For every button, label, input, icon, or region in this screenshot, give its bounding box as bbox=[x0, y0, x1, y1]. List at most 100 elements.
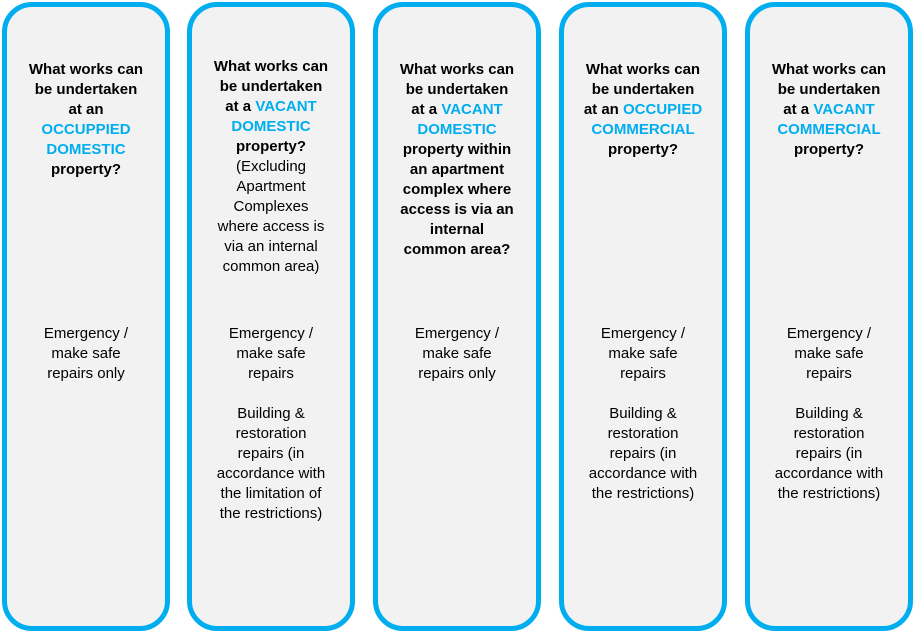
highlighted-term: COMMERCIAL bbox=[591, 121, 695, 138]
heading-line: access is via an bbox=[378, 200, 536, 220]
highlighted-term: DOMESTIC bbox=[231, 118, 311, 135]
heading-text: where access is bbox=[217, 218, 325, 235]
works-text: Emergency / bbox=[414, 325, 500, 342]
works-text: Building & bbox=[609, 405, 677, 422]
heading-text: at a bbox=[783, 101, 814, 118]
highlighted-term: DOMESTIC bbox=[417, 121, 497, 138]
heading-text: property within bbox=[402, 141, 512, 158]
works-text: restoration bbox=[235, 425, 307, 442]
heading-text: at a bbox=[411, 101, 442, 118]
heading-text: access is via an bbox=[400, 201, 514, 218]
works-text: repairs (in bbox=[609, 445, 677, 462]
works-text: repairs (in bbox=[795, 445, 863, 462]
heading-text: via an internal bbox=[224, 238, 318, 255]
heading-text: Complexes bbox=[233, 198, 309, 215]
works-text: repairs bbox=[620, 365, 666, 382]
works-text: make safe bbox=[422, 345, 492, 362]
heading-line: be undertaken bbox=[564, 80, 722, 100]
heading-line: common area) bbox=[192, 257, 350, 277]
heading-line: DOMESTIC bbox=[378, 120, 536, 140]
works-text: repairs only bbox=[418, 365, 496, 382]
heading-text: be undertaken bbox=[219, 78, 323, 95]
works-text: the restrictions) bbox=[777, 485, 881, 502]
heading-line: common area? bbox=[378, 240, 536, 260]
heading-line: COMMERCIAL bbox=[750, 120, 908, 140]
heading-text: common area? bbox=[403, 241, 511, 258]
heading-line: property? bbox=[7, 160, 165, 180]
highlighted-term: DOMESTIC bbox=[46, 141, 126, 158]
works-text: the limitation of bbox=[220, 485, 322, 502]
heading-line: OCCUPPIED bbox=[7, 120, 165, 140]
heading-text: property? bbox=[235, 138, 306, 155]
works-text: Emergency / bbox=[228, 325, 314, 342]
heading-line: where access is bbox=[192, 217, 350, 237]
heading-line: at a VACANT bbox=[378, 100, 536, 120]
works-text: repairs bbox=[248, 365, 294, 382]
works-text: Emergency / bbox=[786, 325, 872, 342]
heading-text: be undertaken bbox=[591, 81, 695, 98]
heading-text: at an bbox=[68, 101, 104, 118]
works-text: accordance with bbox=[774, 465, 884, 482]
permitted-works: Emergency / make safe repairs only bbox=[378, 324, 536, 404]
heading-line: What works can bbox=[7, 60, 165, 80]
heading-text: complex where bbox=[402, 181, 512, 198]
heading-text: an apartment bbox=[409, 161, 505, 178]
heading-line: at an OCCUPIED bbox=[564, 100, 722, 120]
heading-text: What works can bbox=[28, 61, 144, 78]
heading-text: at an bbox=[583, 101, 623, 118]
works-text: Building & bbox=[237, 405, 305, 422]
heading-line: COMMERCIAL bbox=[564, 120, 722, 140]
heading-line: (Excluding bbox=[192, 157, 350, 177]
heading-line: at an bbox=[7, 100, 165, 120]
heading-text: What works can bbox=[399, 61, 515, 78]
heading-text: be undertaken bbox=[405, 81, 509, 98]
works-item: Emergency / make safe repairs only bbox=[378, 324, 536, 384]
heading-line: internal bbox=[378, 220, 536, 240]
works-item: Building & restoration repairs (in accordan… bbox=[750, 404, 908, 504]
works-text: make safe bbox=[51, 345, 121, 362]
works-text: accordance with bbox=[216, 465, 326, 482]
column-occupied-domestic: What works can be undertaken at an OCCUPPIE… bbox=[2, 2, 170, 631]
heading-text: at a bbox=[225, 98, 256, 115]
works-text: the restrictions) bbox=[591, 485, 695, 502]
highlighted-term: VACANT bbox=[255, 98, 317, 115]
heading-line: What works can bbox=[564, 60, 722, 80]
heading-line: DOMESTIC bbox=[192, 117, 350, 137]
heading-line: DOMESTIC bbox=[7, 140, 165, 160]
heading-line: Complexes bbox=[192, 197, 350, 217]
highlighted-term: VACANT bbox=[441, 101, 503, 118]
works-text: make safe bbox=[608, 345, 678, 362]
heading-line: an apartment bbox=[378, 160, 536, 180]
heading-line: What works can bbox=[750, 60, 908, 80]
works-text: make safe bbox=[236, 345, 306, 362]
heading-text: What works can bbox=[213, 58, 329, 75]
heading-text: property? bbox=[607, 141, 678, 158]
highlighted-term: OCCUPPIED bbox=[41, 121, 131, 138]
heading-line: be undertaken bbox=[750, 80, 908, 100]
works-text: Building & bbox=[795, 405, 863, 422]
highlighted-term: COMMERCIAL bbox=[777, 121, 881, 138]
heading-text: be undertaken bbox=[34, 81, 138, 98]
works-text: repairs (in bbox=[237, 445, 305, 462]
works-text: restoration bbox=[793, 425, 865, 442]
heading-line: at a VACANT bbox=[750, 100, 908, 120]
heading-line: complex where bbox=[378, 180, 536, 200]
heading-text: Apartment bbox=[236, 178, 306, 195]
heading-text: (Excluding bbox=[235, 158, 307, 175]
heading-line: at a VACANT bbox=[192, 97, 350, 117]
highlighted-term: VACANT bbox=[813, 101, 875, 118]
works-item: Building & restoration repairs (in accordan… bbox=[192, 404, 350, 524]
heading-text: be undertaken bbox=[777, 81, 881, 98]
column-heading: What works can be undertaken at an OCCUPPIE… bbox=[7, 60, 165, 180]
works-text: accordance with bbox=[588, 465, 698, 482]
